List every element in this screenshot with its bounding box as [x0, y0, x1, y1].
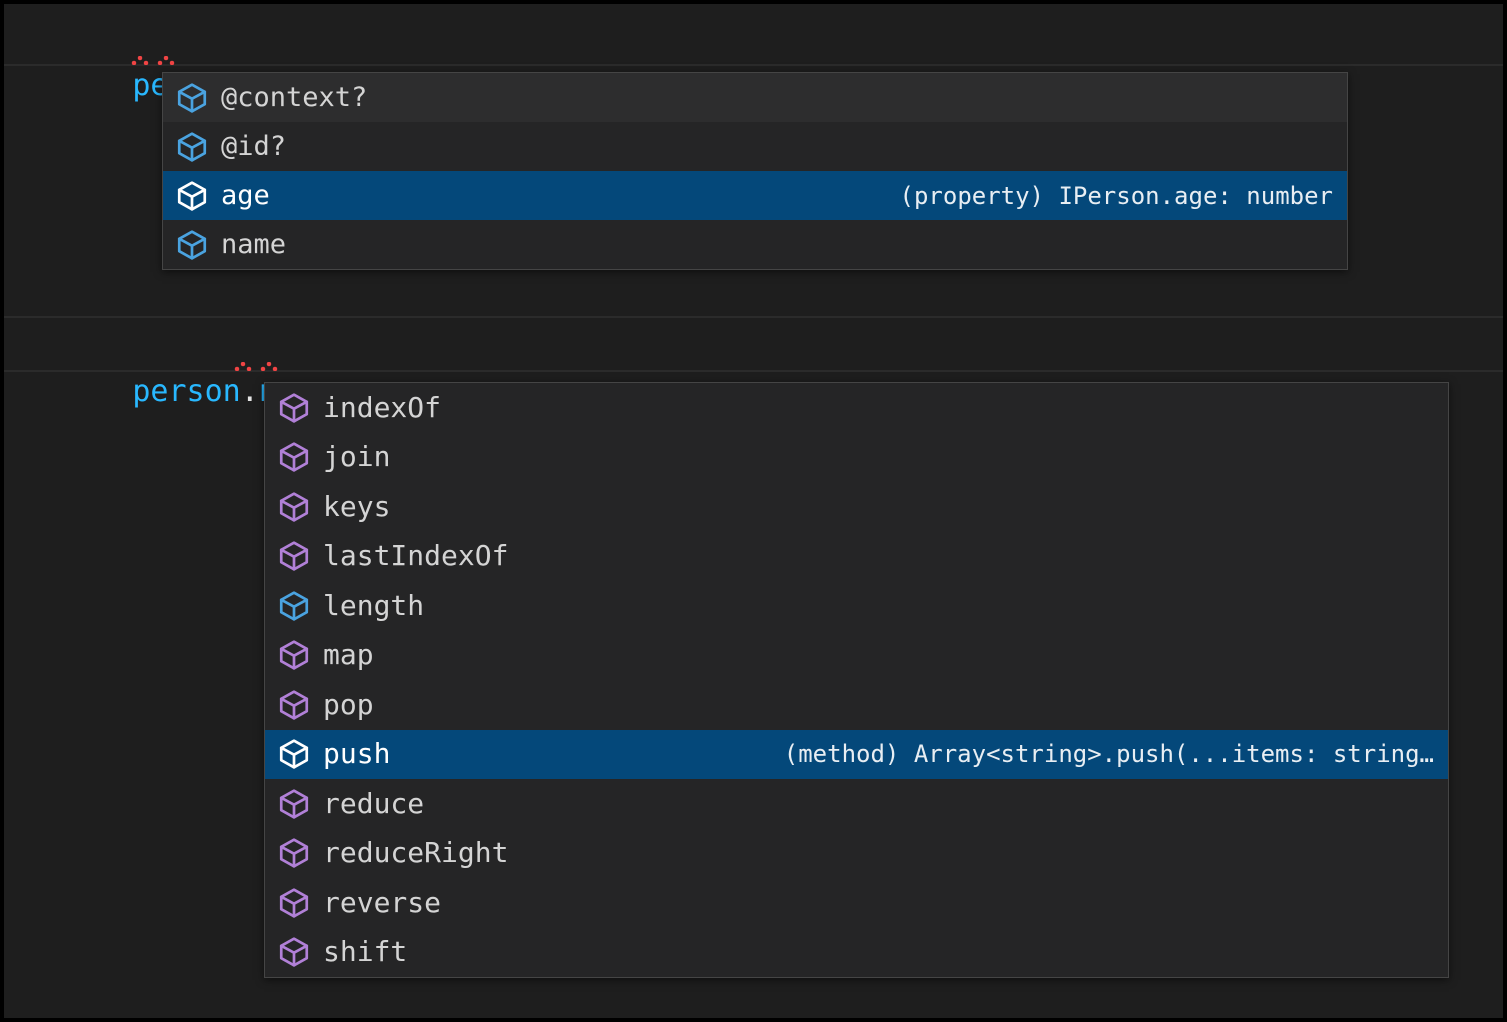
method-cube-icon [277, 886, 311, 920]
suggest-item-label: shift [323, 935, 408, 969]
error-squiggle [234, 362, 252, 371]
code-token-dot: . [240, 374, 259, 409]
code-editor-surface[interactable]: person.; person.name.; @context?@id?age(… [4, 4, 1503, 1018]
method-cube-icon [277, 737, 311, 771]
suggest-item-label: join [323, 440, 391, 474]
suggest-item[interactable]: lastIndexOf [265, 532, 1448, 582]
suggest-item[interactable]: keys [265, 482, 1448, 532]
method-cube-icon [277, 440, 311, 474]
suggest-item[interactable]: shift [265, 928, 1448, 978]
method-cube-icon [277, 688, 311, 722]
property-cube-icon [175, 228, 209, 262]
method-cube-icon [277, 539, 311, 573]
suggest-item[interactable]: push (method) Array<string>.push(...items… [265, 729, 1448, 779]
suggest-item-label: length [323, 588, 425, 622]
suggest-item-label: pop [323, 687, 374, 721]
suggest-item-label: reduce [323, 786, 425, 820]
suggest-item-label: @id? [221, 130, 287, 162]
suggest-item[interactable]: age (property) IPerson.age: number [163, 171, 1347, 220]
error-squiggle [131, 56, 149, 65]
suggest-item-label: reverse [323, 885, 442, 919]
error-squiggle [157, 56, 175, 65]
property-cube-icon [277, 589, 311, 623]
property-cube-icon [175, 179, 209, 213]
suggest-item-label: indexOf [323, 390, 442, 424]
suggest-item-detail: (method) Array<string>.push(...items: st… [783, 740, 1434, 769]
suggest-item[interactable]: name [163, 220, 1347, 269]
suggest-item-label: @context? [221, 81, 368, 113]
suggest-item[interactable]: pop [265, 680, 1448, 730]
code-block-separator [4, 316, 1503, 318]
autocomplete-popup-person[interactable]: @context? @id? age (property) IPerson.age: … [162, 72, 1348, 270]
suggest-item[interactable]: reverse [265, 878, 1448, 928]
code-block-separator [4, 370, 1503, 372]
autocomplete-popup-person-name[interactable]: indexOf join keys lastIndexOf length map pop pu… [264, 382, 1449, 978]
suggest-item-label: map [323, 638, 374, 672]
suggest-item-label: reduceRight [323, 836, 509, 870]
property-cube-icon [175, 81, 209, 115]
suggest-item[interactable]: @context? [163, 73, 1347, 122]
suggest-item-detail: (property) IPerson.age: number [899, 181, 1333, 210]
suggest-item[interactable]: map [265, 631, 1448, 681]
suggest-item[interactable]: indexOf [265, 383, 1448, 433]
suggest-item[interactable]: reduceRight [265, 829, 1448, 879]
method-cube-icon [277, 490, 311, 524]
error-squiggle [260, 362, 278, 371]
method-cube-icon [277, 787, 311, 821]
method-cube-icon [277, 836, 311, 870]
suggest-item-label: keys [323, 489, 391, 523]
suggest-item[interactable]: join [265, 433, 1448, 483]
method-cube-icon [277, 638, 311, 672]
code-token-identifier: person [132, 374, 241, 409]
property-cube-icon [175, 130, 209, 164]
suggest-item[interactable]: length [265, 581, 1448, 631]
suggest-item[interactable]: @id? [163, 122, 1347, 171]
method-cube-icon [277, 391, 311, 425]
suggest-item[interactable]: reduce [265, 779, 1448, 829]
method-cube-icon [277, 935, 311, 969]
suggest-item-label: lastIndexOf [323, 539, 509, 573]
suggest-item-label: push [323, 737, 391, 771]
suggest-item-label: age [221, 179, 270, 211]
suggest-item-label: name [221, 228, 287, 260]
code-block-separator [4, 64, 1503, 66]
